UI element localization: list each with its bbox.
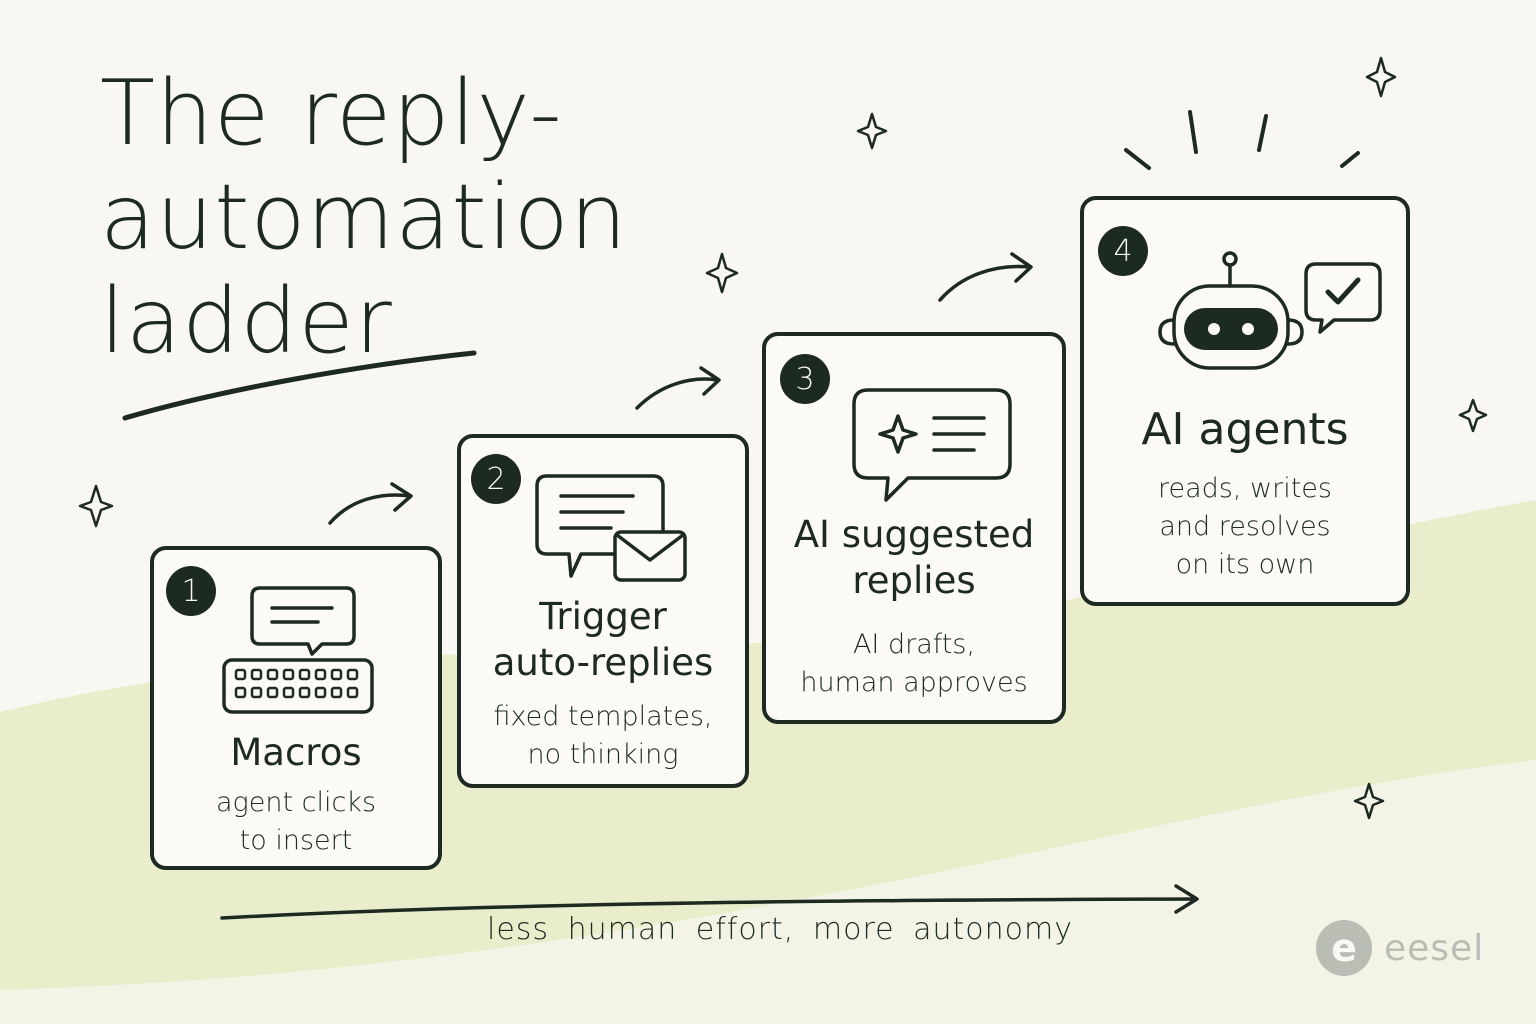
step-title-line: AI suggested bbox=[793, 513, 1035, 556]
brand-name: eesel bbox=[1384, 927, 1485, 969]
background-hill-lower bbox=[0, 760, 1536, 1024]
step-description: reads, writes and resolves on its own bbox=[1084, 470, 1406, 584]
step-card-4: 4 AI agents reads, writes and resolves o… bbox=[1080, 196, 1410, 606]
step-title-line: Macros bbox=[230, 731, 362, 774]
title-line-2: automation bbox=[100, 165, 628, 270]
step-desc-line: reads, writes bbox=[1158, 473, 1332, 504]
step-card-1: 1 Macros agent clicks to insert bbox=[150, 546, 442, 870]
step-title-line: replies bbox=[852, 559, 976, 602]
step-title-line: Trigger bbox=[539, 595, 667, 638]
sparkle-chat-icon bbox=[852, 388, 1012, 502]
step-card-2: 2 Trigger auto-replies fixed templates, … bbox=[457, 434, 749, 788]
step-desc-line: human approves bbox=[800, 667, 1028, 698]
step-number-badge: 3 bbox=[780, 354, 830, 404]
step-title-line: AI agents bbox=[1141, 404, 1349, 455]
keyboard-chat-icon bbox=[222, 586, 374, 714]
step-desc-line: AI drafts, bbox=[852, 629, 976, 660]
step-title: AI suggested replies bbox=[766, 512, 1062, 604]
brand-logo-icon: e bbox=[1316, 920, 1372, 976]
step-desc-line: fixed templates, bbox=[493, 701, 713, 732]
title-line-3: ladder bbox=[100, 269, 393, 374]
chat-envelope-icon bbox=[535, 474, 687, 582]
step-desc-line: agent clicks bbox=[215, 787, 377, 818]
highlight-rays bbox=[1124, 110, 1360, 170]
step-desc-line: on its own bbox=[1175, 549, 1315, 580]
page-title: The reply- automation ladder bbox=[100, 62, 660, 374]
autonomy-axis-label: less human effort, more autonomy bbox=[487, 912, 1073, 947]
step-title: AI agents bbox=[1084, 404, 1406, 456]
step-description: fixed templates, no thinking bbox=[461, 698, 745, 774]
step-desc-line: and resolves bbox=[1159, 511, 1331, 542]
title-line-1: The reply- bbox=[100, 61, 563, 166]
step-title: Macros bbox=[154, 730, 438, 776]
step-desc-line: to insert bbox=[239, 825, 353, 856]
brand-logo: e eesel bbox=[1316, 920, 1484, 976]
step-title-line: auto-replies bbox=[492, 641, 714, 684]
step-number-badge: 4 bbox=[1098, 226, 1148, 276]
sparkle-icon bbox=[78, 56, 1488, 820]
step-number-badge: 1 bbox=[166, 566, 216, 616]
step-arrow bbox=[328, 252, 1033, 525]
step-card-3: 3 AI suggested replies AI drafts, human … bbox=[762, 332, 1066, 724]
step-description: AI drafts, human approves bbox=[766, 626, 1062, 702]
step-number-badge: 2 bbox=[471, 454, 521, 504]
autonomy-axis-arrow bbox=[220, 884, 1199, 920]
robot-check-icon bbox=[1158, 251, 1382, 370]
step-desc-line: no thinking bbox=[527, 739, 679, 770]
title-underline bbox=[122, 350, 477, 421]
step-title: Trigger auto-replies bbox=[461, 594, 745, 686]
step-description: agent clicks to insert bbox=[154, 784, 438, 860]
